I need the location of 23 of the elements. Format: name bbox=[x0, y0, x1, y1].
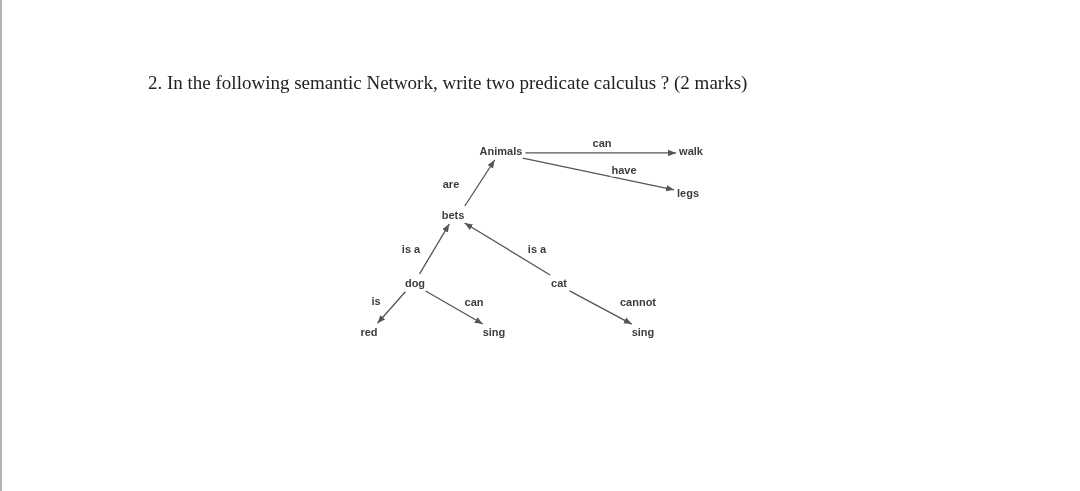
question-text: 2. In the following semantic Network, write two predicate calculus ? (2 marks) bbox=[148, 72, 748, 94]
arrow bbox=[425, 290, 484, 325]
concept-label: walk bbox=[679, 144, 703, 158]
edge-label: is a bbox=[526, 242, 548, 256]
arrow bbox=[418, 223, 450, 275]
edge-label: is bbox=[370, 294, 382, 308]
concept-label: dog bbox=[404, 276, 426, 290]
edge-label: is a bbox=[400, 242, 422, 256]
arrow bbox=[463, 222, 551, 276]
concept-label: Animals bbox=[479, 144, 523, 158]
concept-label: cat bbox=[551, 276, 567, 290]
arrow bbox=[524, 149, 677, 157]
arrow bbox=[376, 291, 406, 324]
edge-label: cannot bbox=[618, 295, 658, 309]
concept-label: sing bbox=[631, 325, 655, 339]
arrow bbox=[522, 157, 675, 192]
edge-label: have bbox=[610, 163, 638, 177]
concept-label: legs bbox=[677, 186, 699, 200]
concept-label: red bbox=[360, 325, 378, 339]
arrow bbox=[568, 290, 633, 325]
concept-label: bets bbox=[441, 208, 465, 222]
concept-label: sing bbox=[482, 325, 506, 339]
arrow bbox=[464, 159, 496, 207]
